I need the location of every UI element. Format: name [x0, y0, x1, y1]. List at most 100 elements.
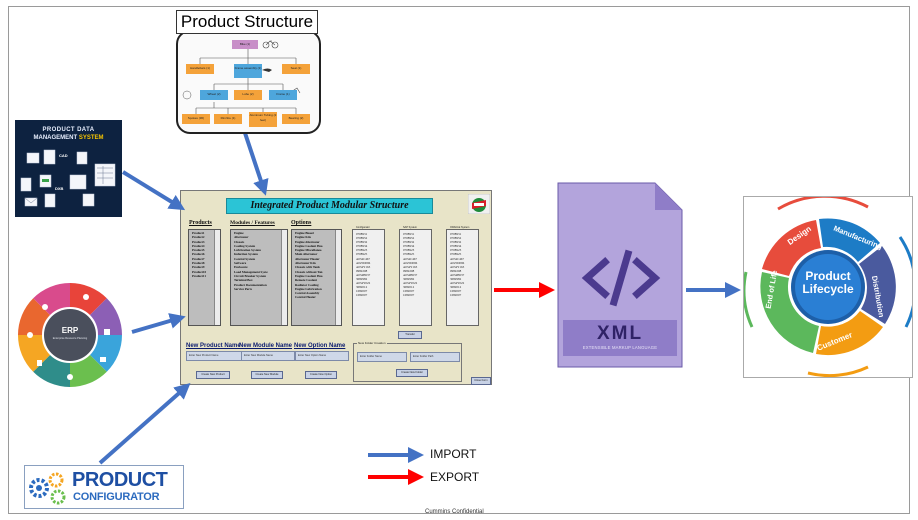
option-list-item[interactable]: Remote Coolant: [295, 278, 318, 283]
product-list-item[interactable]: Product6: [192, 252, 205, 257]
oracle-part-item[interactable]: A034C467: [450, 256, 464, 261]
product-list-item[interactable]: Product1: [192, 231, 205, 235]
configurator-part-item[interactable]: 0708932: [356, 240, 368, 245]
module-list-item[interactable]: Chassis: [234, 239, 245, 244]
close-form-button[interactable]: Close Form: [471, 377, 491, 385]
product-list-item[interactable]: Product4: [192, 243, 205, 248]
oracle-part-item[interactable]: 0708934: [450, 244, 462, 249]
module-list-item[interactable]: Service Parts: [234, 286, 252, 291]
configurator-part-item[interactable]: A034Y022: [356, 281, 371, 286]
configurator-part-item[interactable]: 0982208: [356, 268, 368, 273]
option-list-item[interactable]: Engine Lubrication: [295, 286, 322, 291]
oracle-part-item[interactable]: 0708932: [450, 240, 462, 245]
product-list-item[interactable]: Product9: [192, 265, 205, 270]
folder-name-input[interactable]: Enter Folder Name: [357, 352, 407, 362]
sap-part-item[interactable]: 0708923: [403, 248, 415, 253]
module-list-item[interactable]: Enclosure: [234, 265, 248, 270]
configurator-part-item[interactable]: 0708952: [356, 236, 368, 241]
module-list-item[interactable]: Terminal Box: [234, 278, 253, 283]
configurator-part-item[interactable]: 0708931: [356, 232, 368, 236]
configurator-part-item[interactable]: 0708925: [356, 252, 368, 257]
module-list-item[interactable]: Cooling System: [234, 243, 256, 248]
option-list-item[interactable]: Alternator Kits: [295, 261, 316, 266]
module-list-item[interactable]: Load Management Syste: [234, 269, 268, 274]
product-list-item[interactable]: Product2: [192, 235, 205, 240]
new-option-input[interactable]: Enter New Option Name: [295, 351, 349, 361]
product-list-item[interactable]: Product11: [192, 273, 206, 278]
oracle-part-item[interactable]: 3082982: [450, 277, 462, 282]
module-list-item[interactable]: Engine: [234, 231, 244, 235]
sap-part-item[interactable]: 1082007: [403, 289, 415, 294]
configurator-part-item[interactable]: A034H637: [356, 272, 371, 277]
oracle-part-item[interactable]: A025D096: [450, 260, 465, 265]
option-list-item[interactable]: Engine Bioeel: [295, 231, 314, 235]
product-list-item[interactable]: Product7: [192, 256, 205, 261]
sap-part-item[interactable]: 0708931: [403, 232, 415, 236]
create-module-button[interactable]: Create New Module: [251, 371, 283, 379]
new-module-input[interactable]: Enter New Module Name: [241, 351, 295, 361]
sap-part-item[interactable]: 0708932: [403, 240, 415, 245]
folder-path-input[interactable]: Enter Folder Path: [410, 352, 460, 362]
sap-part-item[interactable]: 0708934: [403, 244, 415, 249]
sap-part-item[interactable]: 3082982: [403, 277, 415, 282]
configurator-part-item[interactable]: A034Y163: [356, 264, 371, 269]
oracle-part-item[interactable]: 0708923: [450, 248, 462, 253]
module-list-item[interactable]: Software: [234, 261, 247, 266]
configurator-part-item[interactable]: A025D096: [356, 260, 371, 265]
option-list-item[interactable]: Engine Alternator: [295, 239, 320, 244]
oracle-part-item[interactable]: A034Y022: [450, 281, 465, 286]
module-list-item[interactable]: Induction System: [234, 252, 258, 257]
option-list-item[interactable]: Radiator Cooling: [295, 282, 319, 287]
sap-part-item[interactable]: A025D096: [403, 260, 418, 265]
configurator-part-item[interactable]: 0708934: [356, 244, 368, 249]
configurator-part-item[interactable]: 0708923: [356, 248, 368, 253]
oracle-part-item[interactable]: 0982208: [450, 268, 462, 273]
oracle-part-item[interactable]: A034Y163: [450, 264, 465, 269]
create-product-button[interactable]: Create New Product: [196, 371, 230, 379]
product-list-item[interactable]: Product10: [192, 269, 207, 274]
oracle-part-item[interactable]: A034H637: [450, 272, 465, 277]
option-list-item[interactable]: Chassis with Tank: [295, 265, 320, 270]
sap-part-item[interactable]: 3082012: [403, 285, 415, 290]
configurator-part-item[interactable]: 3082982: [356, 277, 368, 282]
configurator-part-item[interactable]: 1082007: [356, 293, 368, 298]
sap-part-item[interactable]: A034C467: [403, 256, 417, 261]
module-list-item[interactable]: Product Documentation: [234, 282, 267, 287]
oracle-part-item[interactable]: 0708931: [450, 232, 462, 236]
product-list-item[interactable]: Product3: [192, 239, 205, 244]
options-scrollbar[interactable]: [335, 230, 341, 325]
option-list-item[interactable]: Alternator Heater: [295, 256, 320, 261]
oracle-part-item[interactable]: 0708952: [450, 236, 462, 241]
option-list-item[interactable]: Engine Miscellaneo: [295, 248, 322, 253]
module-list-item[interactable]: Lubrication System: [234, 248, 261, 253]
sap-part-item[interactable]: A034H637: [403, 272, 418, 277]
module-list-item[interactable]: Circuit Breaker System: [234, 273, 267, 278]
oracle-part-item[interactable]: 1082007: [450, 293, 462, 298]
option-list-item[interactable]: Control Heater: [295, 295, 316, 300]
configurator-part-item[interactable]: A034C467: [356, 256, 370, 261]
sap-part-item[interactable]: 0708952: [403, 236, 415, 241]
option-list-item[interactable]: Chassis without Tan: [295, 269, 323, 274]
configurator-part-item[interactable]: 1082007: [356, 289, 368, 294]
module-list-item[interactable]: Alternator: [234, 235, 249, 240]
products-scrollbar[interactable]: [214, 230, 220, 325]
sap-part-item[interactable]: 0982208: [403, 268, 415, 273]
product-list-item[interactable]: Product5: [192, 248, 205, 253]
transfer-button[interactable]: Transfer: [398, 331, 422, 339]
sap-part-item[interactable]: 0708925: [403, 252, 415, 257]
option-list-item[interactable]: Engine Coolant Hea: [295, 273, 323, 278]
oracle-part-item[interactable]: 3082012: [450, 285, 462, 290]
sap-part-item[interactable]: 1082007: [403, 293, 415, 298]
create-option-button[interactable]: Create New Option: [305, 371, 337, 379]
modules-scrollbar[interactable]: [281, 230, 287, 325]
sap-part-item[interactable]: A034Y163: [403, 264, 418, 269]
product-list-item[interactable]: Product8: [192, 261, 205, 266]
sap-part-item[interactable]: A034Y022: [403, 281, 418, 286]
module-list-item[interactable]: Control System: [234, 256, 256, 261]
